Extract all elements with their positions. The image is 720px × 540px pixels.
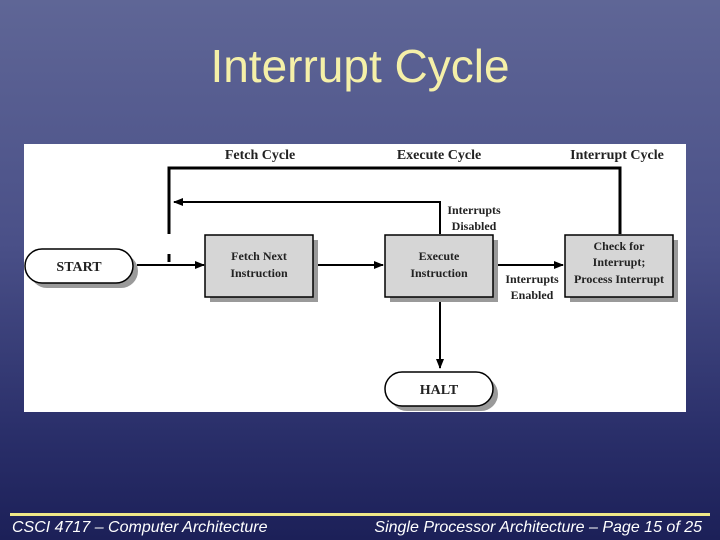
start-node: START [24,248,138,288]
start-label: START [56,260,102,275]
check-label-line-1: Check for [594,239,646,253]
check-label-line-2: Interrupt; [593,255,646,269]
header-fetch-cycle: Fetch Cycle [225,148,295,163]
footer-page-info: Single Processor Architecture – Page 15 … [374,519,702,536]
footer-course: CSCI 4717 – Computer Architecture [12,519,268,536]
interrupts-enabled-label-line-1: Interrupts [505,272,559,286]
header-execute-cycle: Execute Cycle [397,148,481,163]
halt-node: HALT [384,371,498,411]
execute-label-line-1: Execute [419,249,460,263]
interrupts-enabled-label-line-2: Enabled [511,288,554,302]
execute-label-line-2: Instruction [410,266,468,280]
header-interrupt-cycle: Interrupt Cycle [570,148,664,163]
interrupt-cycle-diagram: Fetch Cycle Execute Cycle Interrupt Cycl… [24,144,686,412]
slide-title: Interrupt Cycle [210,40,510,92]
execute-node: Execute Instruction [384,234,498,302]
check-label-line-3: Process Interrupt [574,272,664,286]
halt-label: HALT [420,383,459,398]
diagram-svg: Fetch Cycle Execute Cycle Interrupt Cycl… [24,148,678,411]
fetch-label-line-2: Instruction [230,266,288,280]
fetch-node: Fetch Next Instruction [204,234,318,302]
interrupts-disabled-arrow [173,198,441,234]
fetch-label-line-1: Fetch Next [231,249,287,263]
loopback-arrow [167,166,622,262]
footer-divider [10,513,710,516]
interrupts-disabled-label-line-2: Disabled [452,219,497,233]
check-interrupt-node: Check for Interrupt; Process Interrupt [564,234,678,302]
interrupts-disabled-label-line-1: Interrupts [447,203,501,217]
